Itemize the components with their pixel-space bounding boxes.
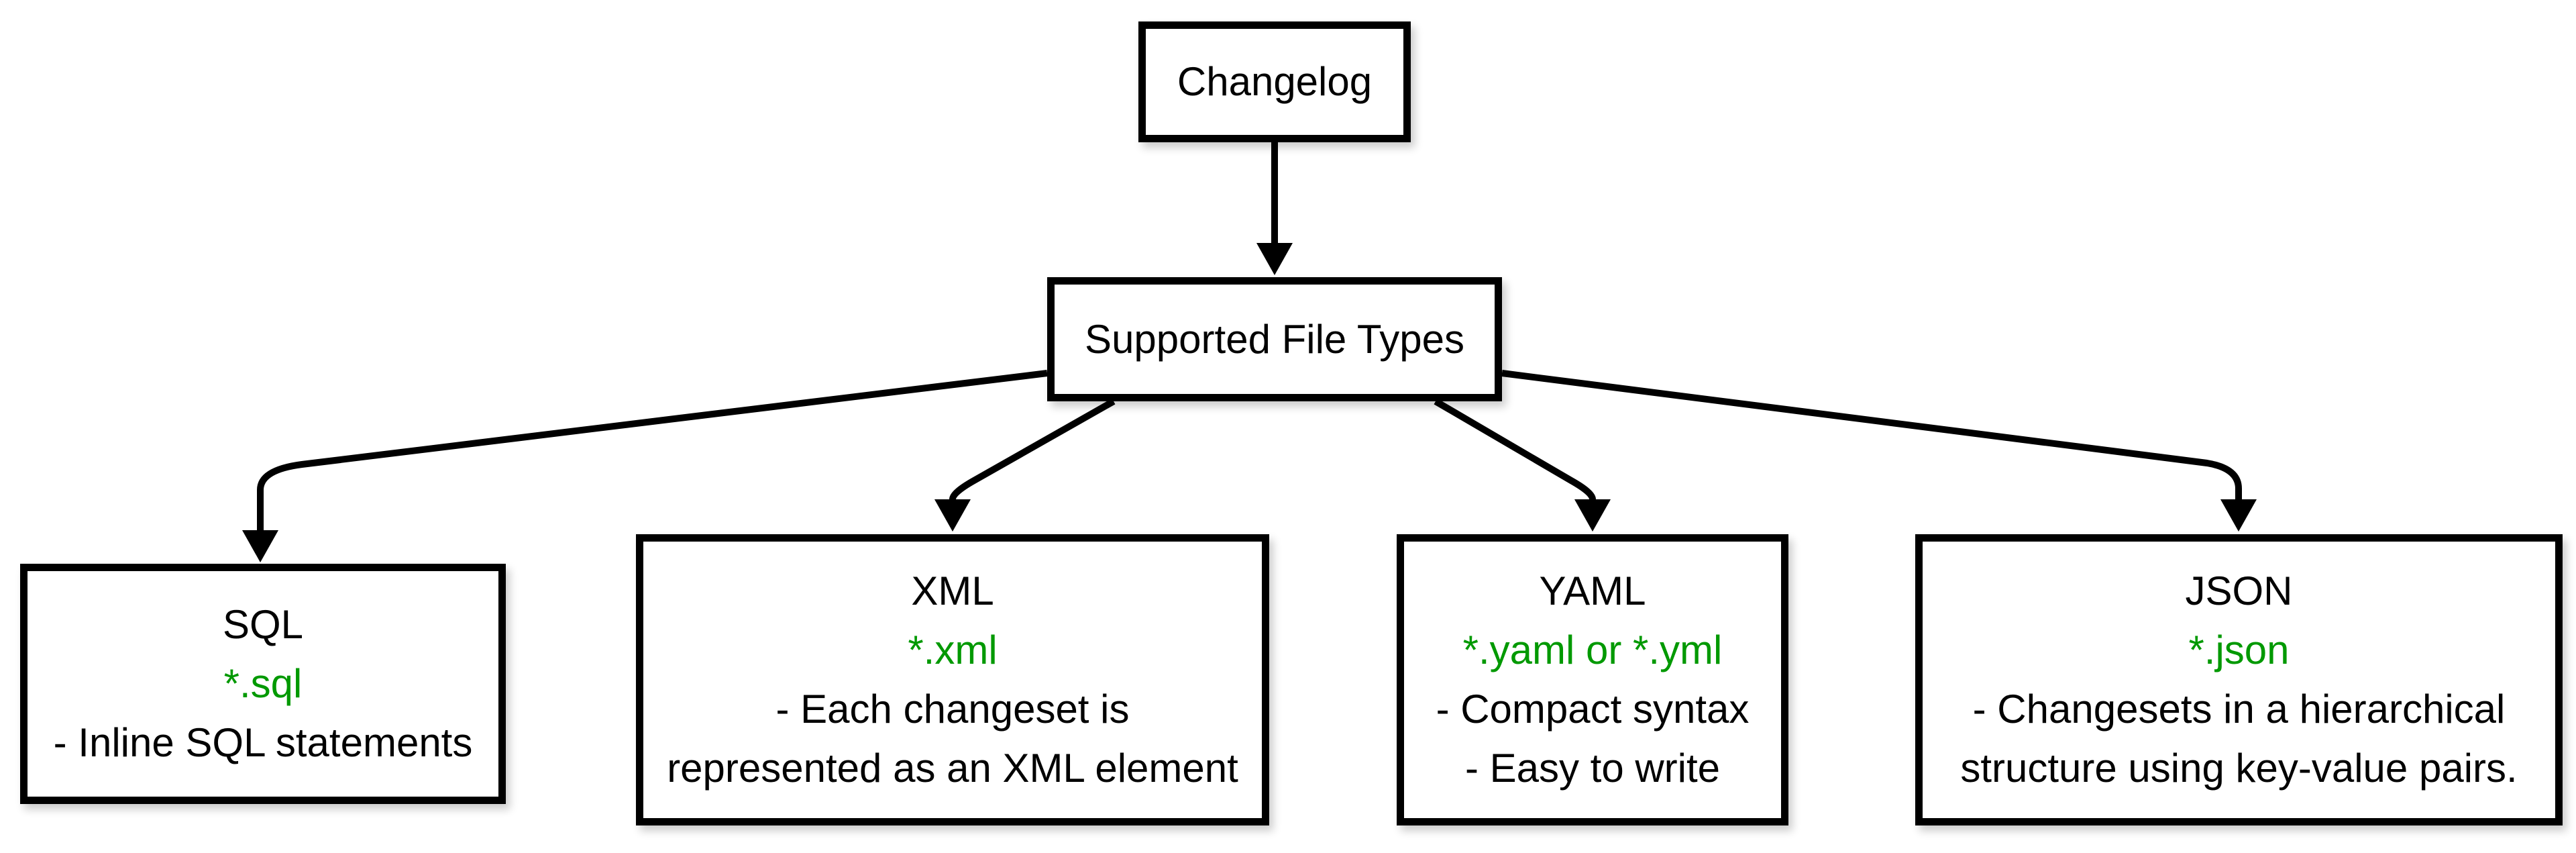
json-file-pattern: *.json [2188,628,2290,672]
xml-file-pattern: *.xml [908,628,998,672]
edge-supported-file-types-to-yaml [1434,398,1611,532]
xml-title: XML [911,568,994,613]
yaml-note-line: - Compact syntax [1436,687,1750,732]
xml-note-line: - Each changeset is [775,687,1130,732]
xml-note-line: represented as an XML element [667,746,1238,791]
json-note-line: - Changesets in a hierarchical [1972,687,2506,732]
yaml-title: YAML [1539,568,1646,613]
node-supported-file-types: Supported File Types [1047,277,1502,401]
node-supported-file-types-label: Supported File Types [1085,316,1464,362]
node-changelog: Changelog [1138,21,1411,142]
node-sql: SQL *.sql - Inline SQL statements [20,564,506,804]
json-title: JSON [2185,568,2293,613]
sql-title: SQL [222,602,304,647]
node-xml: XML *.xml - Each changeset is represente… [636,534,1269,825]
edge-supported-file-types-to-sql [242,370,1048,562]
yaml-note-line: - Easy to write [1464,746,1721,791]
edge-supported-file-types-to-xml [934,398,1116,532]
edge-supported-file-types-to-json [1501,370,2257,532]
node-yaml: YAML *.yaml or *.yml - Compact syntax - … [1397,534,1788,825]
sql-file-pattern: *.sql [223,661,303,706]
node-json: JSON *.json - Changesets in a hierarchic… [1915,534,2563,825]
yaml-file-pattern: *.yaml or *.yml [1462,628,1723,672]
node-changelog-label: Changelog [1177,59,1373,104]
json-note-line: structure using key-value pairs. [1960,746,2518,791]
sql-note-line: - Inline SQL statements [53,720,473,765]
